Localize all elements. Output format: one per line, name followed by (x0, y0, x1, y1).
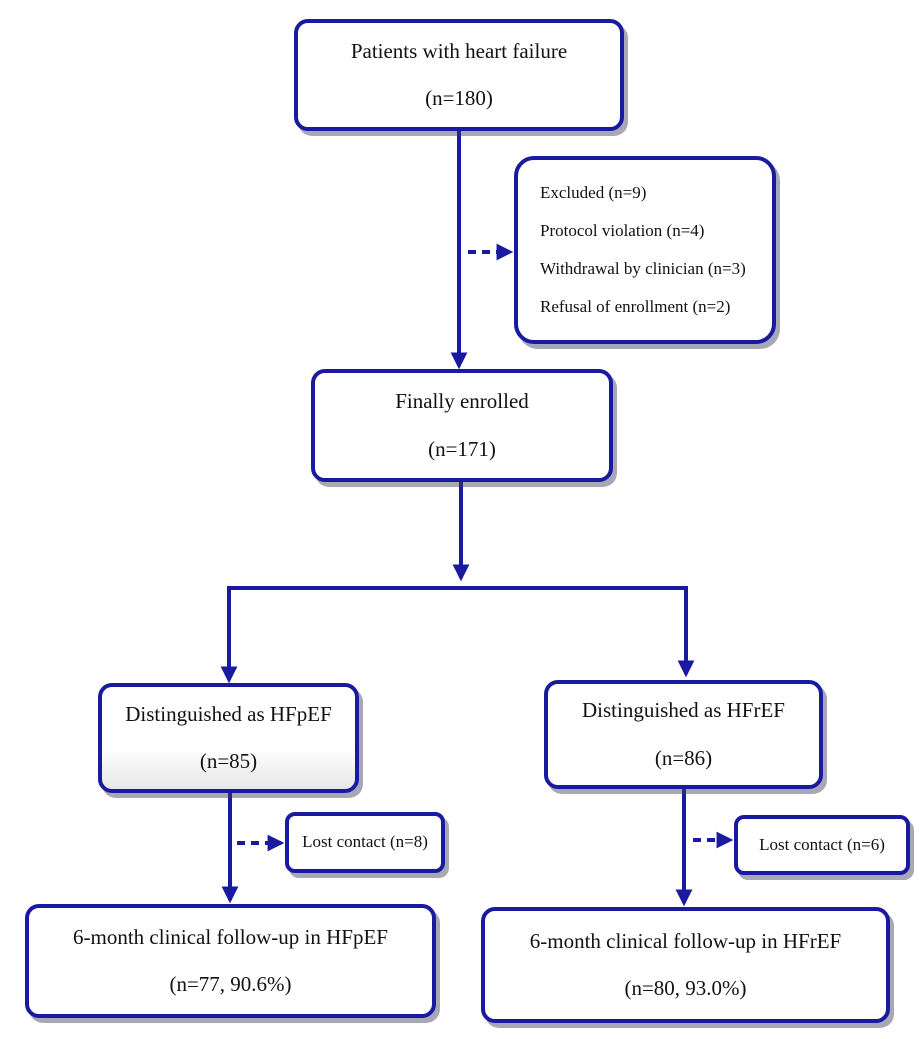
hfpef-group-box: Distinguished as HFpEF (n=85) (98, 683, 359, 793)
hfref-followup-box: 6-month clinical follow-up in HFrEF (n=8… (481, 907, 890, 1023)
excluded-reason: Refusal of enrollment (n=2) (540, 296, 731, 316)
excluded-reason: Withdrawal by clinician (n=3) (540, 258, 746, 278)
hfref-followup-count: (n=80, 93.0%) (624, 976, 747, 1000)
excluded-box: Excluded (n=9) Protocol violation (n=4) … (514, 156, 776, 344)
enrolled-count: (n=171) (428, 436, 496, 461)
hfref-label: Distinguished as HFrEF (581, 698, 785, 723)
screened-count: (n=180) (425, 86, 493, 110)
hfref-count: (n=86) (654, 745, 713, 770)
hfpef-lost-contact-box: Lost contact (n=8) (285, 812, 445, 873)
split-connector (227, 586, 695, 678)
excluded-title: Excluded (n=9) (540, 182, 647, 202)
enrolled-box: Finally enrolled (n=171) (311, 369, 613, 482)
hfref-group-box: Distinguished as HFrEF (n=86) (544, 680, 823, 789)
hfref-lost-contact: Lost contact (n=6) (759, 834, 885, 854)
enrolled-label: Finally enrolled (395, 389, 529, 414)
hfpef-followup-count: (n=77, 90.6%) (169, 972, 292, 996)
screened-label: Patients with heart failure (350, 38, 568, 63)
hfpef-followup-label: 6-month clinical follow-up in HFpEF (73, 924, 388, 949)
hfref-lost-contact-box: Lost contact (n=6) (734, 815, 910, 875)
screened-box: Patients with heart failure (n=180) (294, 19, 624, 131)
hfpef-label: Distinguished as HFpEF (125, 701, 332, 726)
excluded-reason: Protocol violation (n=4) (540, 220, 705, 240)
hfref-followup-label: 6-month clinical follow-up in HFrEF (529, 928, 842, 953)
hfpef-followup-box: 6-month clinical follow-up in HFpEF (n=7… (25, 904, 436, 1018)
hfpef-count: (n=85) (199, 749, 258, 773)
hfpef-lost-contact: Lost contact (n=8) (302, 832, 428, 852)
